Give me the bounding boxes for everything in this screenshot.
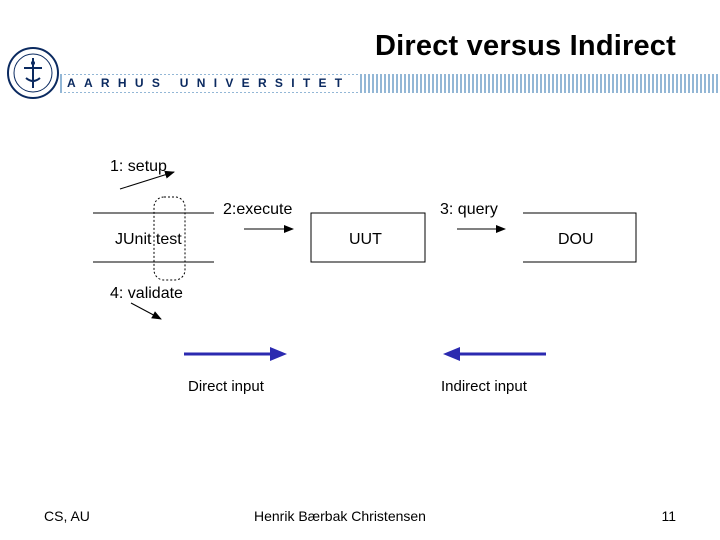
setup-arrow (119, 170, 175, 190)
slide-title: Direct versus Indirect (375, 30, 676, 62)
uut-label: UUT (349, 231, 382, 248)
university-name: AARHUS UNIVERSITET (63, 75, 359, 92)
direct-input-label: Direct input (188, 378, 265, 395)
query-label: 3: query (440, 201, 498, 218)
brand-bar: AARHUS UNIVERSITET (60, 74, 720, 93)
validate-label: 4: validate (110, 285, 183, 302)
footer-course: CS, AU (44, 508, 90, 524)
page-number: 11 (661, 508, 676, 524)
uut-box (310, 212, 426, 263)
junit-activation-box (153, 196, 186, 281)
footer-author: Henrik Bærbak Christensen (254, 508, 426, 524)
validate-arrow (130, 302, 162, 320)
execute-label: 2:execute (223, 201, 292, 218)
dou-label: DOU (558, 231, 594, 248)
indirect-input-arrow-head (443, 347, 460, 361)
setup-label: 1: setup (110, 158, 167, 175)
indirect-input-label: Indirect input (441, 378, 528, 395)
dou-box (523, 212, 637, 263)
direct-input-arrow-head (270, 347, 287, 361)
junit-label: JUnit test (115, 231, 182, 248)
aarhus-university-seal-icon (7, 47, 59, 99)
